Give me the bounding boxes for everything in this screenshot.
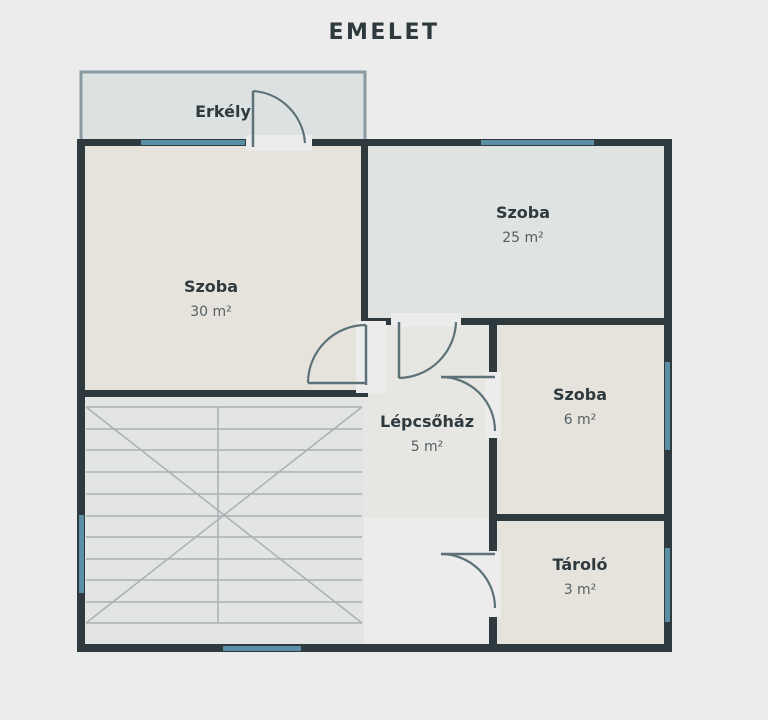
staircase [85,406,363,624]
balcony-floor [81,72,365,140]
room-a-door [306,321,386,393]
storage-area: 3 m² [564,582,597,598]
room-c-door [440,372,501,438]
room-c-floor [497,325,664,516]
hall-floor [364,518,492,644]
stairs-floor [84,396,364,644]
storage-door [440,551,501,617]
room-a-area: 30 m² [190,304,232,320]
balcony-name: Erkély [195,102,251,121]
stairwell-area: 5 m² [411,439,444,455]
balcony-railing [79,70,367,140]
room-b-door [391,313,461,380]
storage-floor [497,521,664,644]
room-a-name: Szoba [184,277,238,296]
room-c-area: 6 m² [564,412,597,428]
windows [79,140,670,651]
room-b-name: Szoba [496,203,550,222]
storage-name: Tároló [552,555,607,574]
room-b-floor [368,145,665,319]
room-a-floor [84,145,364,391]
room-b-area: 25 m² [502,230,544,246]
balcony-door [246,89,312,151]
stairwell-name: Lépcsőház [380,412,474,431]
floor-title: EMELET [328,20,439,45]
room-c-name: Szoba [553,385,607,404]
